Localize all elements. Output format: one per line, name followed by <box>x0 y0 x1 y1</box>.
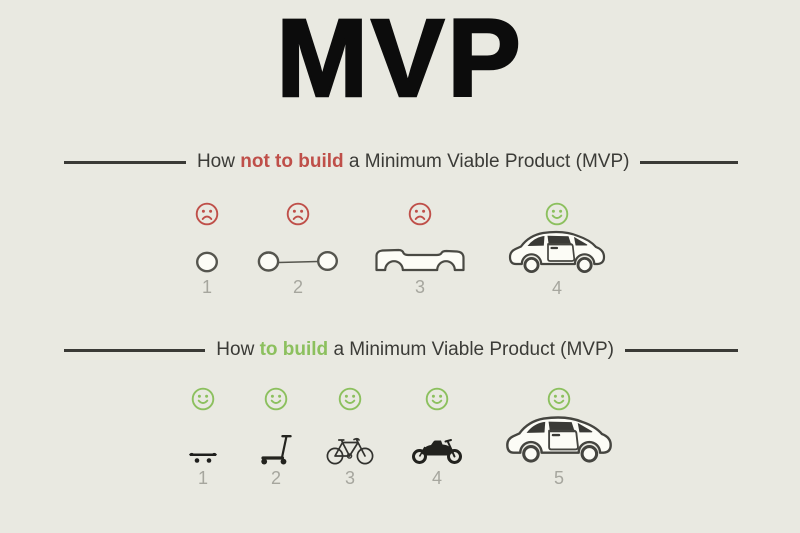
happy-face-icon <box>263 386 289 412</box>
heading-highlight: to build <box>259 339 329 360</box>
happy-face-icon <box>190 386 216 412</box>
step-axle: 2 <box>251 201 345 297</box>
step-wheel: 1 <box>160 201 254 297</box>
car-icon <box>504 412 614 468</box>
step-number: 5 <box>553 468 564 488</box>
divider-line <box>64 160 186 164</box>
step-bicycle: 3 <box>311 386 389 488</box>
step-number: 4 <box>551 278 562 298</box>
motorcycle-icon <box>410 412 464 468</box>
heading-prefix: How <box>196 151 241 172</box>
step-number: 1 <box>197 468 208 488</box>
car-icon <box>507 227 607 278</box>
step-skateboard: 1 <box>166 386 240 488</box>
step-number: 3 <box>344 468 355 488</box>
section-1-heading: How not to build a Minimum Viable Produc… <box>197 151 630 173</box>
skateboard-icon <box>188 412 218 468</box>
step-car: 4 <box>504 201 610 298</box>
step-number: 2 <box>270 468 281 488</box>
wheel-icon <box>194 227 220 277</box>
step-motorcycle: 4 <box>397 386 477 488</box>
step-number: 2 <box>292 277 303 297</box>
heading-highlight: not to build <box>240 151 344 172</box>
step-number: 3 <box>414 277 425 297</box>
step-number: 4 <box>431 468 442 488</box>
wheel-axle-icon <box>256 227 340 277</box>
sad-face-icon <box>194 201 220 227</box>
divider-line <box>64 348 206 352</box>
happy-face-icon <box>337 386 363 412</box>
step-car: 5 <box>502 386 616 488</box>
heading-suffix: a Minimum Viable Product (MVP) <box>328 339 614 360</box>
happy-face-icon <box>544 201 570 227</box>
heading-prefix: How <box>216 339 260 360</box>
sad-face-icon <box>407 201 433 227</box>
page-title: MVP <box>275 0 524 120</box>
section-1-header: How not to build a Minimum Viable Produc… <box>64 151 738 173</box>
bicycle-icon <box>326 412 374 468</box>
car-chassis-icon <box>371 227 469 277</box>
step-number: 1 <box>201 277 212 297</box>
happy-face-icon <box>424 386 450 412</box>
section-2-header: How to build a Minimum Viable Product (M… <box>64 339 738 361</box>
sad-face-icon <box>285 201 311 227</box>
section-1-row: 1 2 <box>0 201 800 298</box>
section-2-row: 1 2 <box>0 386 800 488</box>
section-2-heading: How to build a Minimum Viable Product (M… <box>216 339 614 361</box>
step-chassis: 3 <box>368 201 472 297</box>
happy-face-icon <box>546 386 572 412</box>
heading-suffix: a Minimum Viable Product (MVP) <box>343 151 630 172</box>
divider-line <box>640 160 738 164</box>
step-scooter: 2 <box>239 386 313 488</box>
divider-line <box>624 348 738 352</box>
scooter-icon <box>259 412 293 468</box>
